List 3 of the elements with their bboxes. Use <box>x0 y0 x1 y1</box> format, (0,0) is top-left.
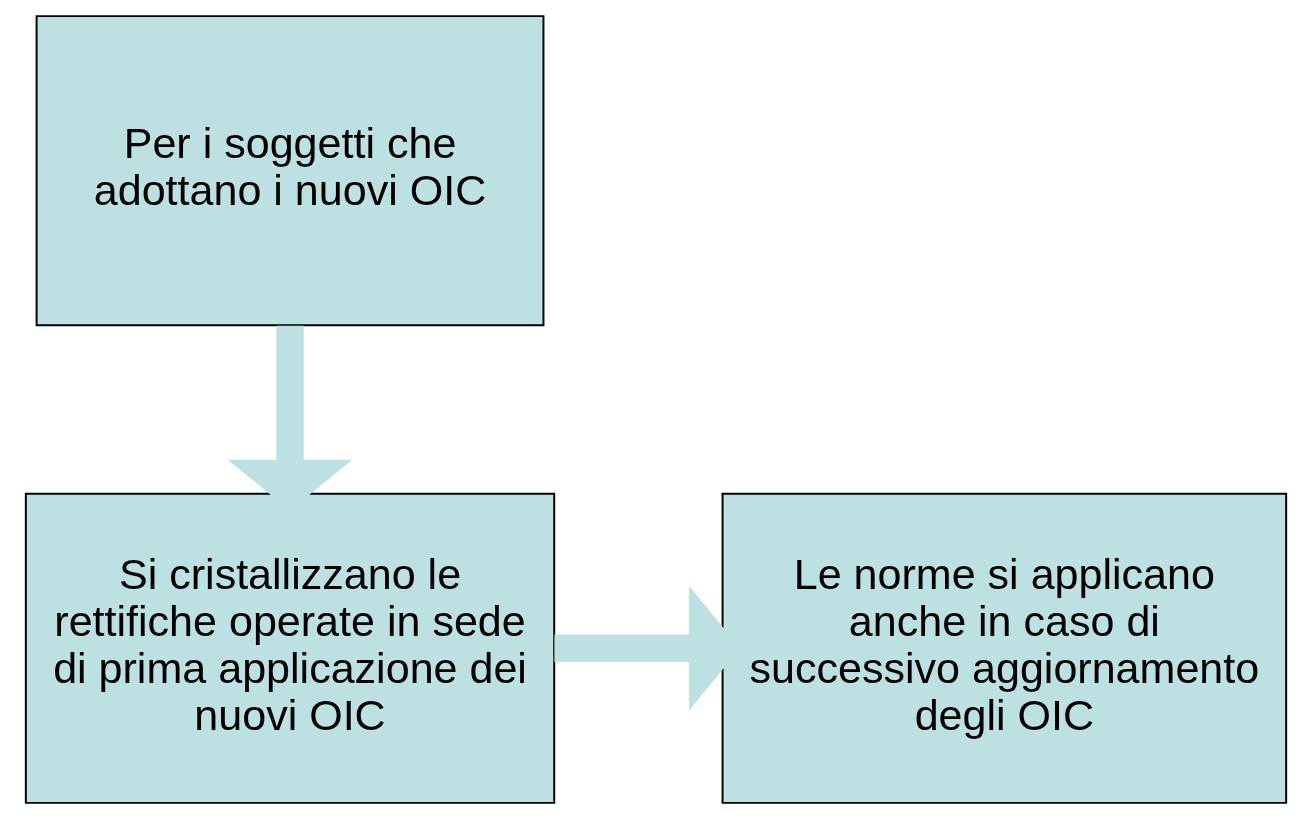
node-box: Le norme si applicano anche in caso di successivo aggiornamento degli OIC <box>721 492 1288 804</box>
node-box: Per i soggetti che adottano i nuovi OIC <box>35 15 545 327</box>
node-box: Si cristallizzano le rettifiche operate in sede di prima applicazione dei nuovi OIC <box>24 492 556 804</box>
